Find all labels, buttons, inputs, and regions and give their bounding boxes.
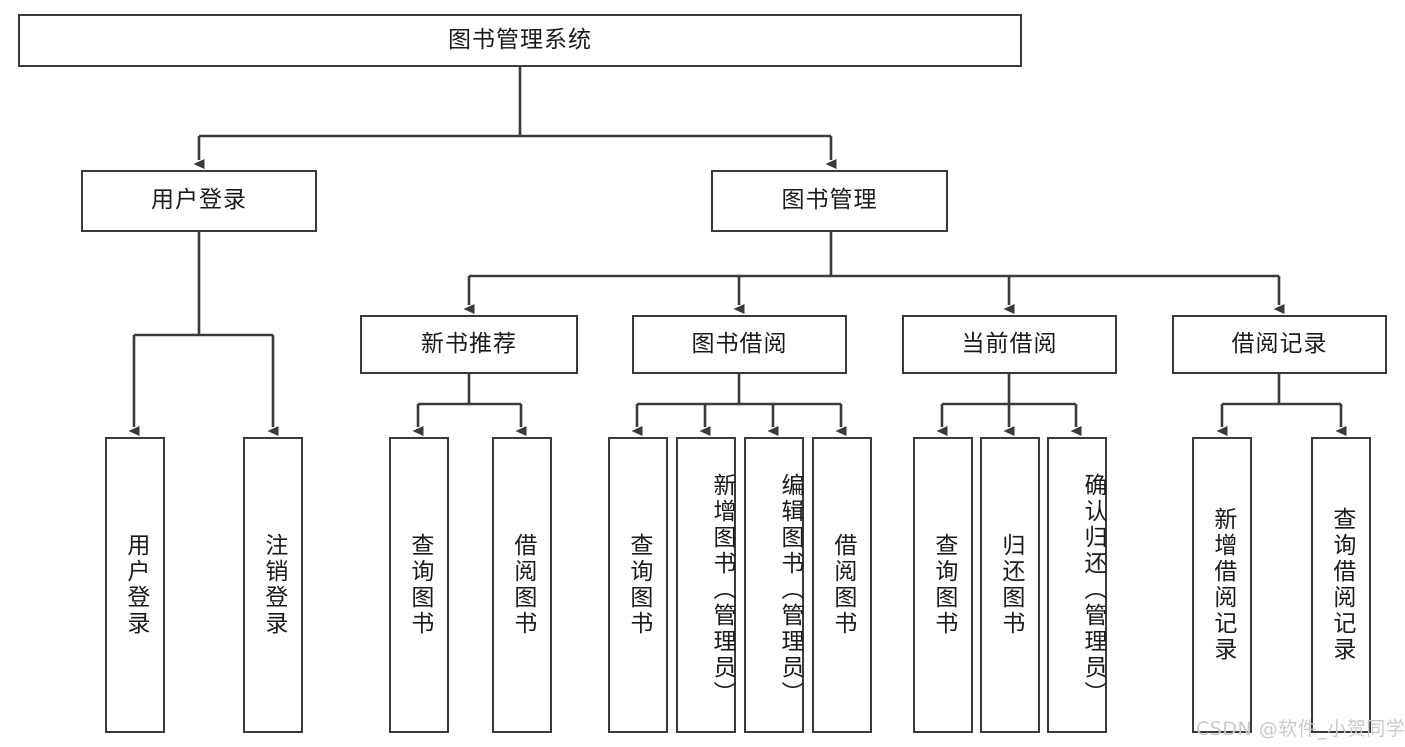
leaf-borrow-edit-book-admin[interactable]: 编辑图书（管理员） bbox=[744, 437, 804, 733]
leaf-borrow-borrow-books[interactable]: 借阅图书 bbox=[812, 437, 872, 733]
node-root-book-management-system[interactable]: 图书管理系统 bbox=[18, 14, 1022, 67]
node-user-login[interactable]: 用户登录 bbox=[81, 170, 317, 232]
leaf-current-confirm-return-admin[interactable]: 确认归还（管理员） bbox=[1047, 437, 1107, 733]
leaf-user-login-signin[interactable]: 用户登录 bbox=[105, 437, 165, 733]
node-book-management[interactable]: 图书管理 bbox=[711, 170, 948, 232]
leaf-borrow-add-book-admin[interactable]: 新增图书（管理员） bbox=[676, 437, 736, 733]
leaf-record-add-borrow-record[interactable]: 新增借阅记录 bbox=[1192, 437, 1252, 733]
node-new-book-recommendation[interactable]: 新书推荐 bbox=[360, 315, 578, 374]
leaf-user-login-signout[interactable]: 注销登录 bbox=[243, 437, 303, 733]
leaf-current-query-books[interactable]: 查询图书 bbox=[913, 437, 973, 733]
csdn-watermark: CSDN @软件_小贺同学 bbox=[1196, 718, 1405, 740]
node-current-borrowing[interactable]: 当前借阅 bbox=[902, 315, 1117, 374]
node-borrowing-record[interactable]: 借阅记录 bbox=[1172, 315, 1387, 374]
node-book-borrowing[interactable]: 图书借阅 bbox=[632, 315, 847, 374]
leaf-record-query-borrow-record[interactable]: 查询借阅记录 bbox=[1311, 437, 1371, 733]
leaf-current-return-books[interactable]: 归还图书 bbox=[980, 437, 1040, 733]
leaf-borrow-query-books[interactable]: 查询图书 bbox=[608, 437, 668, 733]
leaf-newbook-query-books[interactable]: 查询图书 bbox=[389, 437, 449, 733]
leaf-newbook-borrow-books[interactable]: 借阅图书 bbox=[492, 437, 552, 733]
